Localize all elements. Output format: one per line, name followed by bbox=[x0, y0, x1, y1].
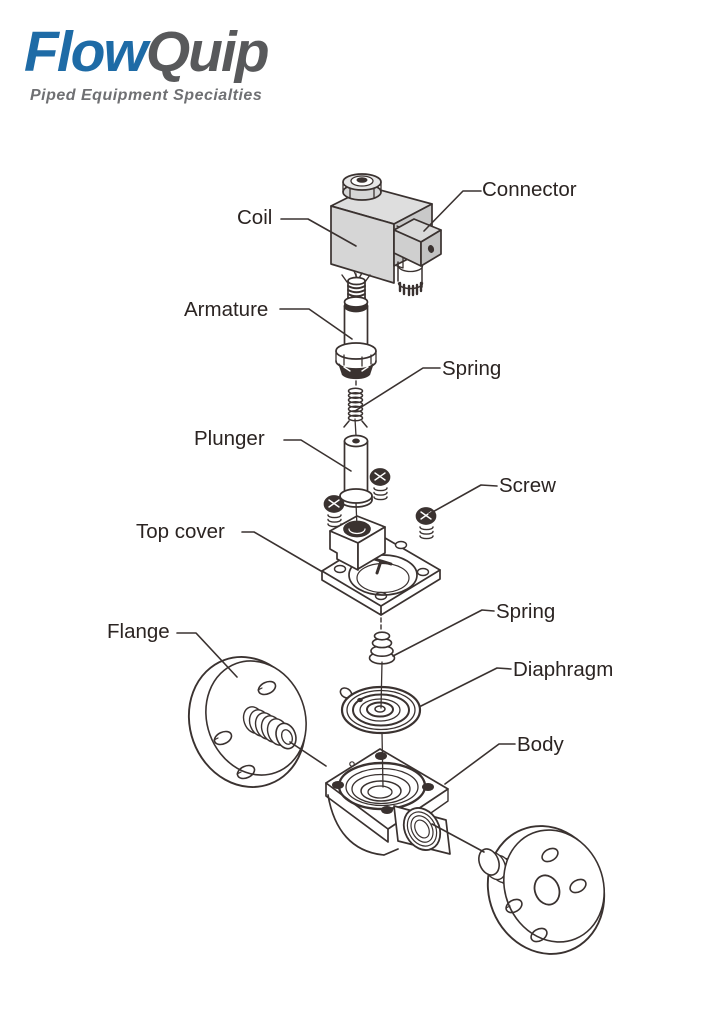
label-diaphragm: Diaphragm bbox=[513, 658, 614, 681]
brand-tagline: Piped Equipment Specialties bbox=[30, 87, 263, 104]
plunger-part bbox=[339, 434, 373, 508]
brand-flow: Flow bbox=[24, 20, 148, 84]
leader-body bbox=[444, 743, 516, 785]
spring-lower-part bbox=[368, 631, 396, 665]
armature-part bbox=[335, 274, 377, 380]
leader-diaphragm bbox=[420, 667, 512, 707]
label-spring-upper: Spring bbox=[442, 357, 502, 380]
leader-plunger bbox=[283, 439, 352, 472]
label-top-cover: Top cover bbox=[136, 520, 225, 543]
leader-coil bbox=[280, 218, 357, 247]
body-part bbox=[325, 732, 451, 856]
diaphragm-part bbox=[339, 661, 422, 735]
flange-left-part bbox=[187, 656, 307, 788]
label-spring-lower: Spring bbox=[496, 600, 556, 623]
leader-lines bbox=[176, 190, 516, 785]
flange-right-part bbox=[478, 825, 606, 955]
label-screw: Screw bbox=[499, 474, 556, 497]
leader-flange bbox=[176, 632, 238, 678]
leader-connector bbox=[423, 190, 482, 232]
label-body: Body bbox=[517, 733, 564, 756]
label-plunger: Plunger bbox=[194, 427, 265, 450]
brand-wordmark: FlowQuip bbox=[24, 24, 324, 81]
spring-upper-part bbox=[343, 387, 368, 437]
label-armature: Armature bbox=[184, 298, 269, 321]
leader-screw bbox=[428, 484, 498, 515]
leader-top-cover bbox=[241, 531, 322, 572]
screw-parts bbox=[323, 468, 437, 540]
top-cover-part bbox=[321, 502, 441, 616]
label-connector: Connector bbox=[482, 178, 577, 201]
leader-spring-lower bbox=[392, 609, 495, 657]
label-flange: Flange bbox=[107, 620, 170, 643]
leader-armature bbox=[279, 308, 353, 340]
connector-part bbox=[393, 218, 442, 297]
leader-spring-upper bbox=[354, 367, 441, 412]
label-coil: Coil bbox=[237, 206, 273, 229]
flowquip-logo: FlowQuip Piped Equipment Specialties bbox=[24, 24, 324, 105]
assembly-axis-lines bbox=[289, 741, 485, 853]
brand-quip: Quip bbox=[145, 20, 270, 84]
